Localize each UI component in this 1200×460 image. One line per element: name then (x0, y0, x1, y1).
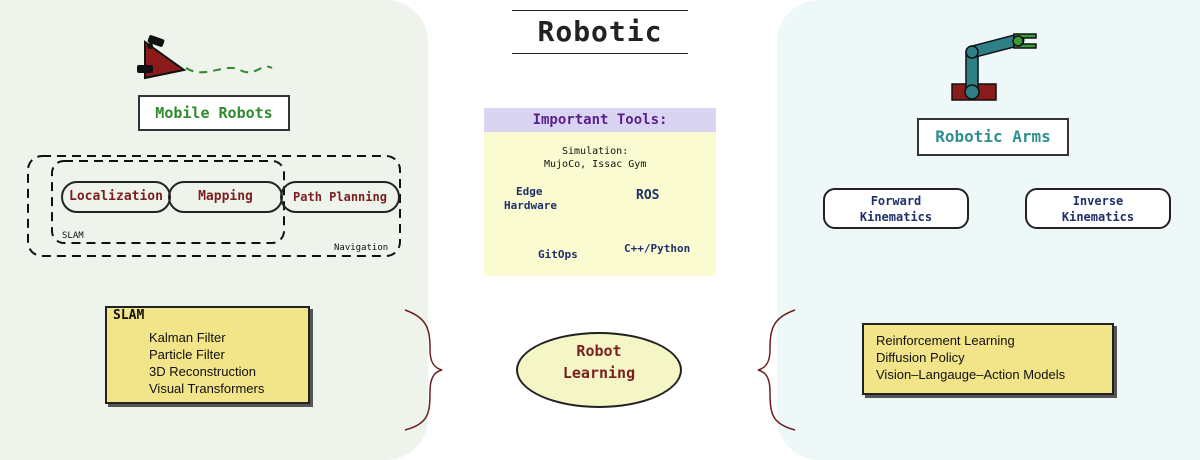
mapping-pill: Mapping (168, 181, 283, 213)
inverse-line2: Kinematics (1061, 210, 1135, 224)
robotic-arms-label: Robotic Arms (917, 118, 1069, 156)
learning-line2: Learning (562, 364, 636, 382)
path-planning-pill: Path Planning (280, 181, 400, 213)
forward-line1: Forward (870, 194, 922, 208)
title-banner: Robotic (512, 10, 688, 54)
edge-label: Edge (516, 185, 543, 198)
page-title: Robotic (537, 15, 663, 48)
slam-tag: SLAM (62, 231, 84, 241)
slam-item: Particle Filter (149, 347, 225, 362)
simulation-tools: MujoCo, Issac Gym (544, 159, 647, 170)
learning-line1: Robot (576, 342, 622, 360)
navigation-outline (27, 155, 401, 257)
gitops-label: GitOps (538, 248, 578, 261)
mobile-robot-icon (137, 35, 273, 80)
ros-label: ROS (636, 188, 660, 203)
inverse-kinematics-box: Inverse Kinematics (1025, 188, 1171, 229)
robot-learning-methods-box: Reinforcement Learning Diffusion Policy … (862, 323, 1114, 395)
robotic-arm-icon (951, 33, 1037, 101)
slam-item: Visual Transformers (149, 381, 265, 396)
slam-methods-box: SLAM Kalman Filter Particle Filter 3D Re… (105, 306, 310, 404)
rl-item: Vision–Langauge–Action Models (876, 367, 1066, 382)
important-tools-panel: Important Tools: Simulation: MujoCo, Iss… (484, 108, 716, 276)
slam-box-title: SLAM (113, 308, 145, 323)
robot-learning-oval: Robot Learning (516, 332, 682, 408)
navigation-tag: Navigation (334, 243, 389, 253)
forward-kinematics-box: Forward Kinematics (823, 188, 969, 229)
right-brace (757, 309, 796, 431)
simulation-label: Simulation: (562, 146, 629, 157)
slam-item: 3D Reconstruction (149, 364, 256, 379)
cpp-python-label: C++/Python (624, 242, 691, 255)
left-brace (404, 309, 443, 431)
rl-item: Reinforcement Learning (876, 333, 1015, 348)
forward-line2: Kinematics (859, 210, 933, 224)
hardware-label: Hardware (504, 199, 557, 212)
tools-header: Important Tools: (484, 108, 716, 132)
localization-pill: Localization (61, 181, 171, 213)
mobile-robots-label: Mobile Robots (138, 95, 290, 131)
inverse-line1: Inverse (1072, 194, 1124, 208)
slam-item: Kalman Filter (149, 330, 226, 345)
rl-item: Diffusion Policy (876, 350, 965, 365)
